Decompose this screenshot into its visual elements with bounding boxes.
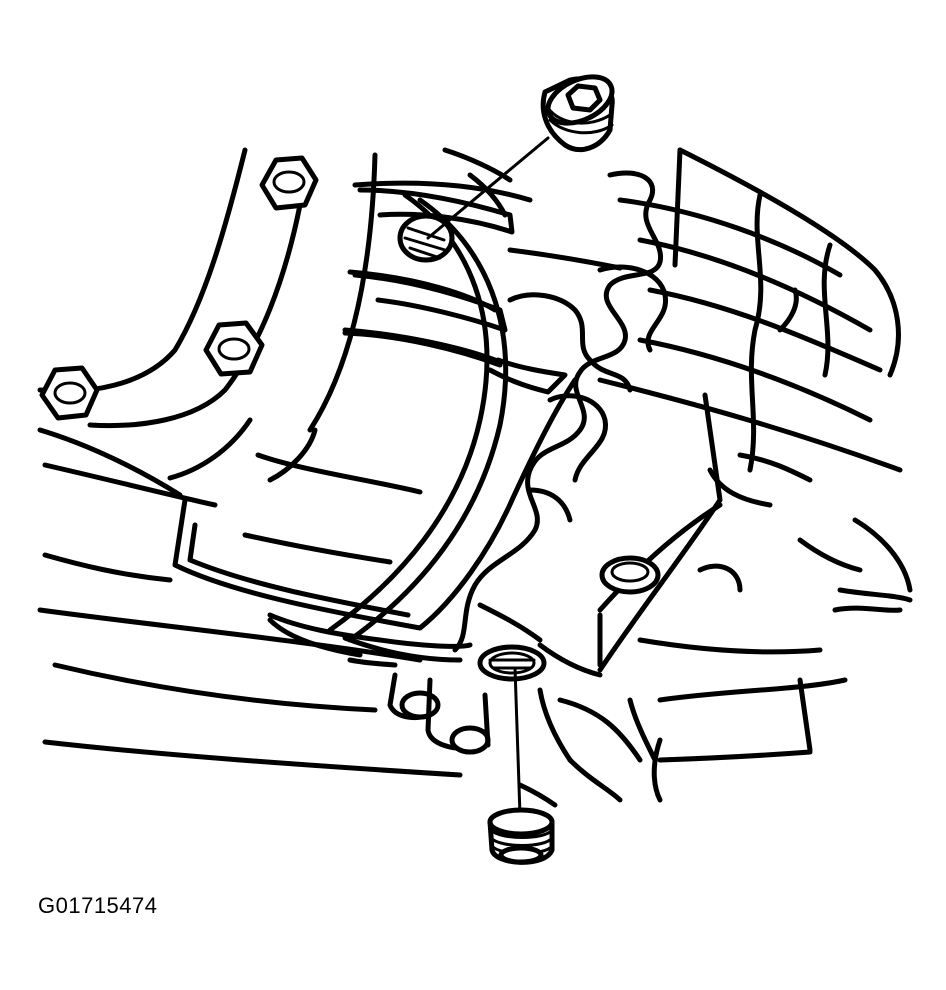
underbody-lines xyxy=(347,602,603,808)
flange-bolt-upper xyxy=(259,155,319,211)
drain-plug-bore xyxy=(477,644,547,682)
fill-plug-bore xyxy=(397,213,455,263)
fill-plug xyxy=(540,74,615,152)
figure-id-label: G01715474 xyxy=(38,893,158,918)
flange-bolt-middle xyxy=(203,320,265,377)
oil-seal-washer xyxy=(599,555,661,595)
drain-plug xyxy=(487,807,555,865)
transmission-case xyxy=(37,147,463,778)
flange-bolt-left xyxy=(39,365,100,421)
leader-lines xyxy=(426,136,550,817)
lower-tubes xyxy=(387,672,658,803)
crossmember xyxy=(597,392,848,803)
transmission-housing xyxy=(267,147,623,483)
oil-pan xyxy=(172,192,578,663)
transmission-case-right xyxy=(597,147,913,613)
